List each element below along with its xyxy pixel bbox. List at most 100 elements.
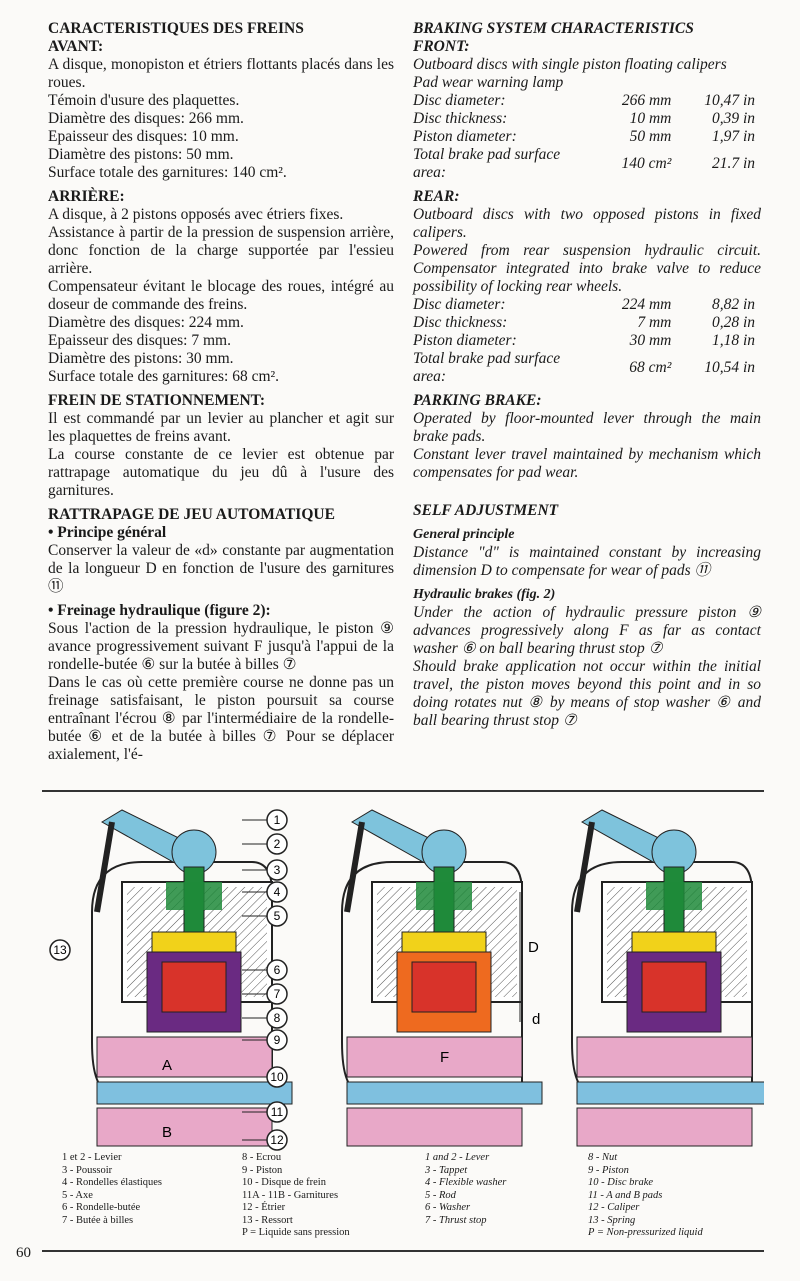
front-heading: FRONT: [413, 38, 470, 55]
spec-imperial: 0,28 in [711, 314, 755, 331]
spec-metric: 7 mm [637, 314, 672, 331]
brake-disc [346, 1081, 543, 1105]
label-F: F [440, 1049, 449, 1066]
text-line: Diamètre des pistons: 30 mm. [48, 350, 234, 367]
callout-number: 4 [274, 885, 281, 899]
english-column: BRAKING SYSTEM CHARACTERISTICS FRONT: Ou… [413, 20, 761, 730]
principle-heading: • Principe général [48, 524, 167, 541]
text-line: Diamètre des pistons: 50 mm. [48, 146, 234, 163]
callout-number: 12 [270, 1133, 284, 1147]
front-heading: AVANT: [48, 38, 104, 55]
flexible-washers [166, 882, 222, 910]
text-line: 10 - Disc brake [588, 1177, 654, 1188]
text-line: Operated by floor-mounted lever through … [413, 410, 761, 445]
spec-label: Piston diameter: [413, 332, 517, 349]
callout-number: 1 [274, 813, 281, 827]
pad-a [96, 1036, 273, 1078]
callout-circle [266, 1029, 288, 1051]
text-line: 6 - Washer [425, 1202, 471, 1213]
text-line: 8 - Ecrou [242, 1152, 282, 1163]
nut [641, 961, 707, 1013]
text-line: 11A - 11B - Garnitures [242, 1189, 339, 1201]
text-line: 10 - Disque de frein [242, 1177, 326, 1188]
label-d: d [532, 1011, 540, 1028]
hydraulic-text-1: Under the action of hydraulic pressure p… [413, 604, 761, 657]
principle-heading: General principle [413, 527, 515, 542]
spec-metric: 50 mm [629, 128, 672, 145]
adjust-heading: RATTRAPAGE DE JEU AUTOMATIQUE [48, 506, 335, 523]
text-line: 1 and 2 - Lever [425, 1152, 490, 1163]
callout-number: 11 [271, 1105, 284, 1119]
text-line: A disque, à 2 pistons opposés avec étrie… [48, 206, 344, 223]
callout-circle [266, 1129, 288, 1151]
text-line: 11 - A and B pads [588, 1189, 663, 1201]
callout-circle [266, 1066, 288, 1088]
french-column: CARACTERISTIQUES DES FREINS AVANT: A dis… [48, 20, 394, 764]
text-line: Diamètre des disques: 224 mm. [48, 314, 244, 331]
text-line: Témoin d'usure des plaquettes. [48, 92, 240, 109]
section-title: CARACTERISTIQUES DES FREINS [48, 20, 304, 37]
callout-number: 2 [274, 837, 281, 851]
lever-rod [94, 821, 115, 913]
hydraulic-text-2: Dans le cas où cette première course ne … [48, 674, 394, 763]
text-line: 5 - Axe [62, 1189, 93, 1201]
callout-number: 6 [274, 963, 281, 977]
flexible-washers [416, 882, 472, 910]
text-line: Powered from rear suspension hydraulic c… [413, 242, 761, 295]
principle-text: Conserver la valeur de «d» constante par… [48, 542, 394, 595]
spec-label: Disc thickness: [413, 314, 508, 331]
spec-row: Disc thickness: 7 mm 0,28 in [413, 314, 761, 332]
text-line: Pad wear warning lamp [413, 74, 564, 91]
callout-number: 5 [274, 909, 281, 923]
text-line: 12 - Étrier [242, 1202, 286, 1213]
parking-heading: FREIN DE STATIONNEMENT: [48, 392, 266, 409]
text-line: 7 - Butée à billes [62, 1214, 134, 1226]
page-number: 60 [16, 1245, 31, 1261]
callout-circle [266, 833, 288, 855]
section-title: BRAKING SYSTEM CHARACTERISTICS [413, 20, 694, 37]
nut [411, 961, 477, 1013]
pad-a [346, 1036, 523, 1078]
parking-heading: PARKING BRAKE: [413, 392, 542, 409]
text-line: Surface totale des garnitures: 140 cm². [48, 164, 287, 181]
spec-label: Disc diameter: [413, 92, 506, 109]
hydraulic-heading: • Freinage hydraulique (figure 2): [48, 602, 271, 619]
spec-label: Disc thickness: [413, 110, 508, 127]
rear-heading: ARRIÈRE: [48, 188, 125, 205]
caliper-assembly [91, 809, 293, 1147]
spec-imperial: 10,47 in [704, 92, 755, 109]
nut [161, 961, 227, 1013]
text-line: 8 - Nut [588, 1152, 618, 1163]
callout-number: 3 [274, 863, 281, 877]
text-line: Diamètre des disques: 266 mm. [48, 110, 244, 127]
spec-imperial: 1,97 in [711, 128, 755, 145]
callout-circle [266, 809, 288, 831]
text-line: Constant lever travel maintained by mech… [413, 446, 761, 481]
text-line: 13 - Ressort [242, 1214, 293, 1226]
spec-imperial: 10,54 in [704, 359, 755, 376]
callout-circle [266, 905, 288, 927]
callout-number: 13 [53, 943, 67, 957]
spec-metric: 266 mm [621, 92, 672, 109]
spec-imperial: 0,39 in [711, 110, 755, 127]
rear-heading: REAR: [413, 188, 460, 205]
hydraulic-text-2: Should brake application not occur withi… [413, 658, 761, 729]
callout-circle [266, 1007, 288, 1029]
callout-circle [49, 939, 71, 961]
label-A: A [162, 1057, 172, 1074]
hydraulic-text-1: Sous l'action de la pression hydraulique… [48, 620, 394, 673]
spec-metric: 68 cm² [629, 359, 672, 376]
spec-label: Total brake pad surface area: [413, 350, 561, 385]
text-line: Compensateur évitant le blocage des roue… [48, 278, 394, 313]
